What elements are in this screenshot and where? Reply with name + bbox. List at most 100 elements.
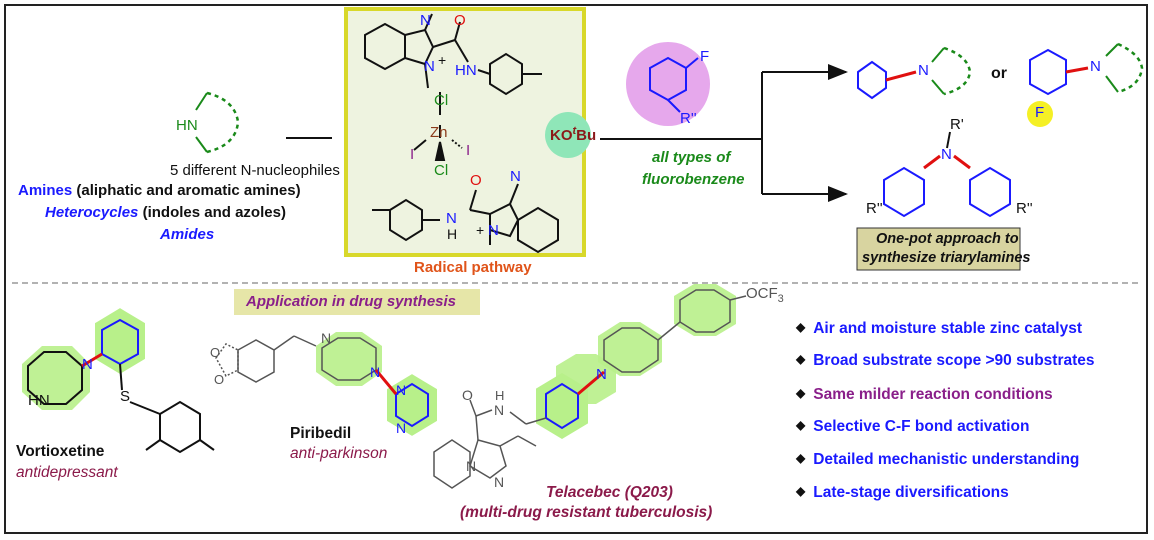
triarylamine-structure — [883, 131, 1011, 218]
figure-frame — [4, 4, 1148, 534]
piribedil-use: anti-parkinson — [290, 445, 388, 462]
bullet-icon: ◆ — [796, 451, 806, 465]
feature-item: ◆ Air and moisture stable zinc catalyst — [796, 320, 1082, 338]
cat-hn-top: HN — [455, 62, 477, 79]
base-label-post: Bu — [576, 127, 597, 144]
triaryl-r-left: R'' — [866, 200, 883, 217]
bullet-icon: ◆ — [796, 352, 806, 366]
cat-n-bottom2: N — [446, 210, 457, 227]
feature-text: Same milder reaction conditions — [813, 386, 1053, 403]
feature-item: ◆ Broad substrate scope >90 substrates — [796, 352, 1095, 370]
onepot-box — [856, 227, 1021, 271]
cat-h-bottom: H — [447, 226, 458, 242]
telacebec-ocf3: OCF3 — [746, 285, 784, 305]
bullet-icon: ◆ — [796, 320, 806, 334]
telacebec-ocf: OCF — [746, 285, 778, 302]
piribedil-o2: O — [214, 372, 225, 387]
telacebec-structure — [433, 284, 747, 489]
telacebec-name: Telacebec (Q203) — [546, 484, 673, 501]
nucleophile-structure — [195, 91, 240, 154]
amines-detail: (aliphatic and aromatic amines) — [76, 182, 301, 199]
cat-n-plus-bottom: N — [488, 222, 499, 239]
application-title-box — [234, 289, 480, 315]
product-1-n: N — [918, 62, 929, 79]
zinc-center — [413, 125, 463, 161]
piribedil-n1: N — [321, 330, 332, 346]
base-circle — [545, 112, 591, 158]
cat-cl-bottom: Cl — [434, 162, 449, 179]
amines-word: Amines — [18, 182, 73, 199]
heterocycles-word: Heterocycles — [45, 204, 139, 221]
cat-n-bottom: N — [510, 168, 521, 185]
catalyst-box — [344, 7, 586, 257]
piribedil-n4: N — [396, 420, 407, 436]
vortioxetine-name: Vortioxetine — [16, 443, 105, 460]
triaryl-r-right: R'' — [1016, 200, 1033, 217]
product-2-structure — [1027, 42, 1144, 127]
vortioxetine-s: S — [120, 388, 131, 405]
fluorobenzene-circle — [626, 42, 710, 126]
fluorobenzene-line2: fluorobenzene — [642, 171, 745, 188]
feature-item: ◆ Late-stage diversifications — [796, 484, 1009, 502]
heterocycles-detail: (indoles and azoles) — [142, 204, 286, 221]
cat-cl-top: Cl — [434, 92, 449, 109]
nucleophile-label: HN — [176, 117, 198, 134]
feature-text: Air and moisture stable zinc catalyst — [813, 320, 1082, 337]
telacebec-o: O — [462, 387, 473, 403]
cat-n-plus-top: N — [424, 58, 435, 75]
nucleophile-count: 5 different N-nucleophiles — [170, 162, 340, 179]
base-label-sup: t — [572, 125, 577, 137]
feature-text: Late-stage diversifications — [813, 484, 1009, 501]
product-or: or — [991, 65, 1007, 82]
application-title: Application in drug synthesis — [246, 293, 457, 310]
bullet-icon: ◆ — [796, 386, 806, 400]
triaryl-n: N — [941, 146, 952, 163]
base-label: KOtBu — [550, 125, 596, 144]
telacebec-use: (multi-drug resistant tuberculosis) — [460, 504, 713, 521]
feature-text: Selective C-F bond activation — [813, 418, 1030, 435]
fluoro-f: F — [700, 48, 710, 65]
telacebec-n-ring1: N — [466, 458, 477, 474]
cat-zn: Zn — [430, 124, 448, 141]
piribedil-structure — [215, 332, 437, 436]
telacebec-n-ring2: N — [494, 474, 505, 490]
vortioxetine-use: antidepressant — [16, 464, 118, 481]
catalyst-bottom-ligand — [372, 183, 559, 254]
telacebec-n: N — [596, 366, 607, 383]
bullet-icon: ◆ — [796, 484, 806, 498]
feature-text: Detailed mechanistic understanding — [813, 451, 1080, 468]
onepot-line1: One-pot approach to — [876, 231, 1019, 247]
feature-item: ◆ Detailed mechanistic understanding — [796, 451, 1079, 469]
amides-word: Amides — [160, 226, 215, 243]
product-2-f: F — [1035, 104, 1045, 121]
catalyst-top-ligand — [364, 13, 542, 115]
telacebec-h: H — [495, 388, 505, 403]
cat-n-top: N — [420, 12, 431, 29]
vortioxetine-structure — [22, 308, 215, 454]
amines-line: Amines (aliphatic and aromatic amines) — [18, 182, 301, 199]
product-1-structure — [857, 46, 972, 100]
fluoro-r: R'' — [680, 110, 697, 127]
feature-item: ◆Selective C-F bond activation — [796, 418, 1029, 436]
fluorobenzene-line1: all types of — [652, 149, 731, 166]
piribedil-name: Piribedil — [290, 425, 352, 442]
product-2-n: N — [1090, 58, 1101, 75]
telacebec-nh: N — [494, 402, 505, 418]
triaryl-r-prime: R' — [950, 116, 964, 133]
fluorobenzene-ring — [649, 56, 687, 102]
cat-i-right: I — [466, 142, 471, 159]
feature-text: Broad substrate scope >90 substrates — [813, 352, 1095, 369]
cat-plus-bottom: + — [476, 222, 485, 238]
vortioxetine-n: N — [82, 356, 93, 373]
base-label-pre: KO — [550, 127, 573, 144]
vortioxetine-hn: HN — [28, 392, 50, 409]
telacebec-ocf3-sub: 3 — [777, 293, 784, 305]
onepot-line2: synthesize triarylamines — [862, 250, 1031, 266]
feature-item: ◆ Same milder reaction conditions — [796, 386, 1053, 404]
piribedil-n3: N — [396, 382, 407, 398]
cat-plus-top: + — [438, 52, 447, 68]
heterocycles-line: Heterocycles (indoles and azoles) — [45, 204, 286, 221]
piribedil-n2: N — [370, 364, 381, 380]
cat-i-left: I — [410, 146, 415, 163]
